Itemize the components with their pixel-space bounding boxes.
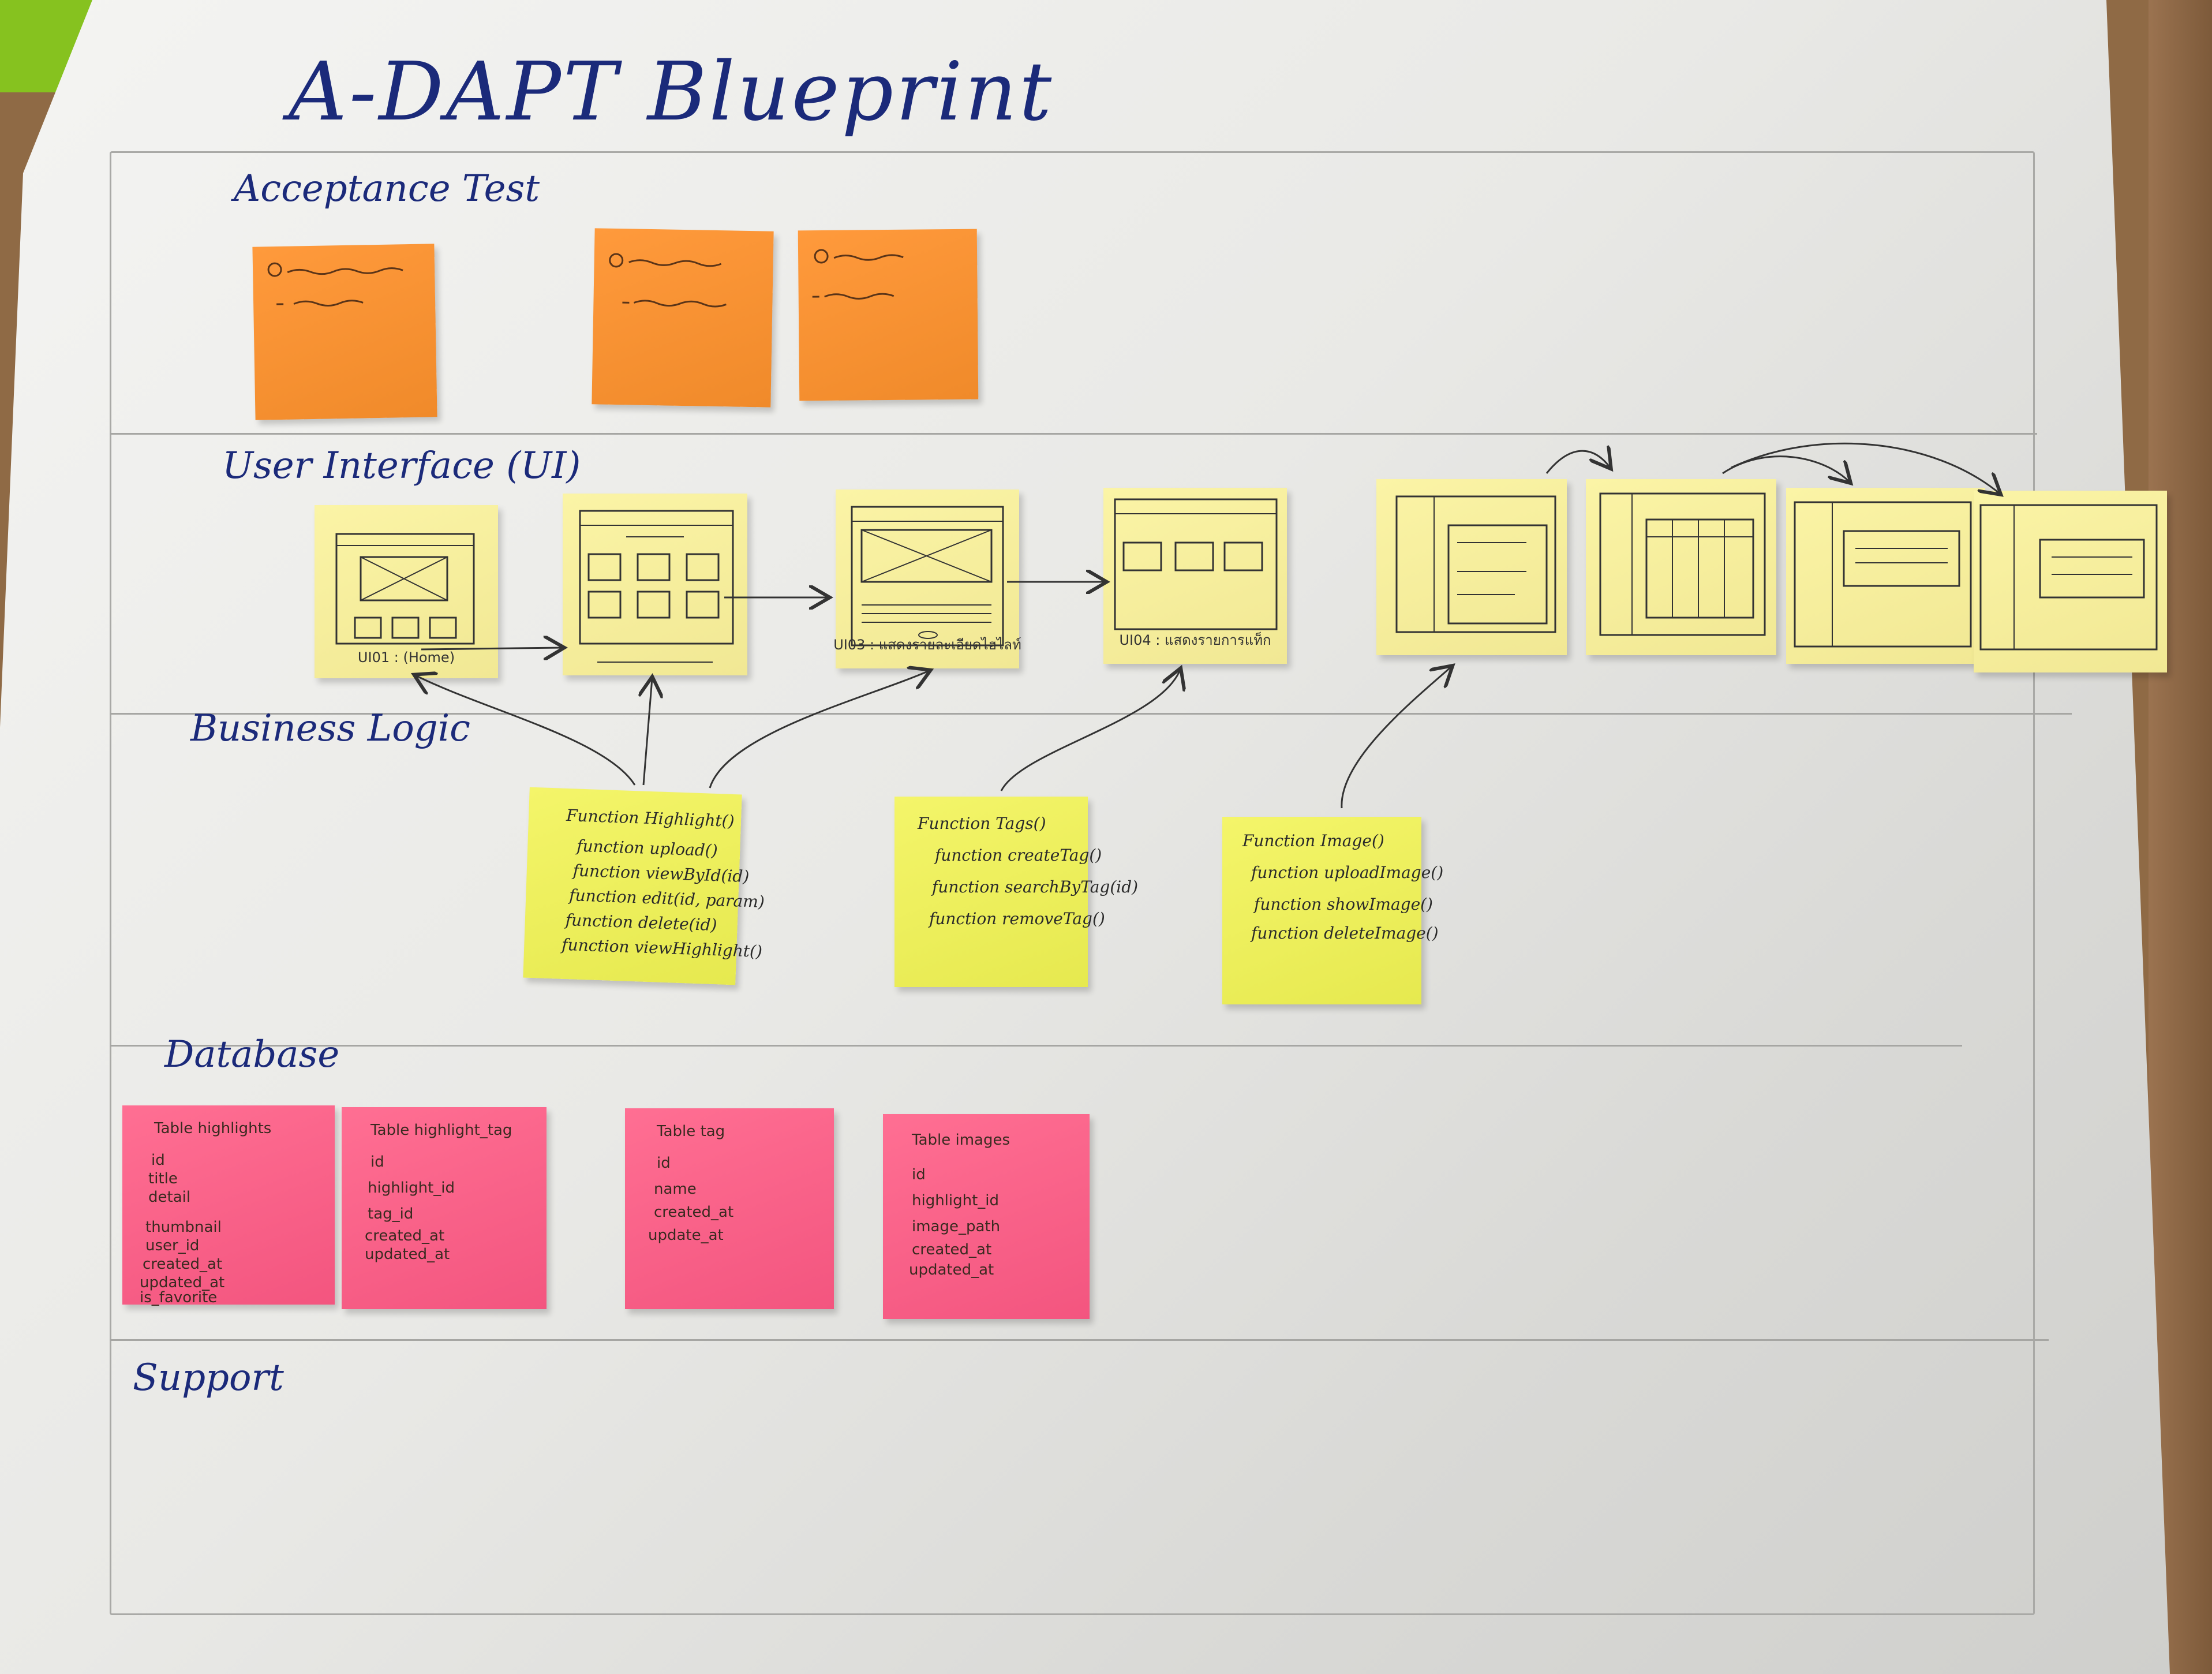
ui-note-upload bbox=[1376, 479, 1567, 655]
table-field: detail bbox=[148, 1189, 191, 1206]
business-note-image: Function Image() function uploadImage() … bbox=[1222, 817, 1443, 1004]
function-line: function upload() bbox=[576, 836, 718, 861]
function-line: function edit(id, param) bbox=[568, 885, 765, 911]
table-field: updated_at bbox=[365, 1246, 450, 1263]
scribble-lines bbox=[609, 253, 727, 308]
wireframe-sketch bbox=[1114, 498, 1278, 630]
table-field: highlight_id bbox=[912, 1192, 1000, 1209]
table-field: update_at bbox=[648, 1227, 724, 1244]
function-line: function deleteImage() bbox=[1251, 924, 1439, 943]
function-line: Function Highlight() bbox=[566, 805, 735, 831]
acceptance-note-3 bbox=[798, 229, 979, 401]
table-field: id bbox=[657, 1154, 671, 1172]
table-field: highlight_id bbox=[368, 1179, 455, 1197]
ui-note-highlight-list bbox=[1586, 479, 1776, 655]
table-field: created_at bbox=[654, 1204, 734, 1221]
function-line: Function Tags() bbox=[918, 814, 1046, 833]
table-name: Table tag bbox=[657, 1123, 725, 1140]
acceptance-note-2 bbox=[592, 228, 774, 408]
ui-note-detail: UI03 : แสดงรายละเอียดไฮไลท์ bbox=[833, 490, 1021, 668]
wireframe-sketch bbox=[1794, 501, 1972, 648]
lane-label-support: Support bbox=[133, 1357, 284, 1399]
lane-frame bbox=[110, 151, 2035, 1615]
wireframe-sketch bbox=[335, 533, 475, 645]
function-line: function createTag() bbox=[935, 846, 1102, 865]
page-title: A-DAPT Blueprint bbox=[289, 45, 1054, 139]
wireframe-sketch bbox=[1599, 492, 1766, 636]
table-name: Table images bbox=[912, 1131, 1010, 1149]
function-line: function uploadImage() bbox=[1251, 863, 1444, 882]
database-note-images: Table images id highlight_id image_path … bbox=[883, 1114, 1090, 1319]
table-field: title bbox=[148, 1170, 178, 1187]
lane-label-business: Business Logic bbox=[190, 707, 470, 750]
scribble-lines bbox=[267, 262, 403, 307]
business-note-highlight: Function Highlight() function upload() f… bbox=[523, 787, 765, 985]
ui-caption: UI01 : (Home) bbox=[357, 649, 455, 666]
table-field: thumbnail bbox=[145, 1219, 222, 1236]
lane-divider-4 bbox=[110, 1339, 2049, 1341]
business-note-tags: Function Tags() function createTag() fun… bbox=[894, 797, 1138, 987]
database-note-highlights: Table highlights id title detail thumbna… bbox=[122, 1105, 335, 1306]
table-field: id bbox=[912, 1166, 926, 1183]
ui-note-home: UI01 : (Home) bbox=[315, 505, 498, 678]
function-line: function delete(id) bbox=[565, 910, 717, 935]
database-note-highlight-tag: Table highlight_tag id highlight_id tag_… bbox=[342, 1107, 547, 1309]
table-field: is_favorite bbox=[140, 1289, 218, 1306]
ui-caption: UI03 : แสดงรายละเอียดไฮไลท์ bbox=[833, 637, 1021, 653]
ui-note-list bbox=[563, 494, 747, 675]
database-note-tag: Table tag id name created_at update_at bbox=[625, 1108, 834, 1309]
wireframe-sketch bbox=[1979, 504, 2158, 651]
acceptance-note-1 bbox=[252, 244, 437, 420]
table-name: Table highlight_tag bbox=[370, 1122, 512, 1139]
scribble-lines bbox=[812, 249, 904, 300]
wireframe-sketch bbox=[579, 510, 734, 663]
table-field: image_path bbox=[912, 1218, 1001, 1235]
lane-label-database: Database bbox=[164, 1033, 340, 1076]
lane-divider-3 bbox=[110, 1045, 1962, 1047]
ui-note-highlight-detail bbox=[1786, 488, 1985, 664]
ui-caption: UI04 : แสดงรายการแท็ก bbox=[1119, 632, 1271, 648]
table-field: updated_at bbox=[909, 1261, 994, 1279]
lane-divider-1 bbox=[110, 433, 2037, 435]
table-field: updated_at bbox=[140, 1274, 225, 1291]
ui-note-tags: UI04 : แสดงรายการแท็ก bbox=[1103, 488, 1287, 664]
function-line: Function Image() bbox=[1242, 831, 1384, 850]
function-line: function viewHighlight() bbox=[561, 935, 763, 961]
function-line: function viewById(id) bbox=[572, 861, 750, 887]
table-field: id bbox=[151, 1152, 165, 1169]
function-line: function removeTag() bbox=[929, 909, 1105, 928]
table-field: user_id bbox=[145, 1237, 200, 1254]
lane-label-ui: User Interface (UI) bbox=[222, 444, 581, 487]
table-field: tag_id bbox=[368, 1205, 414, 1223]
function-line: function searchByTag(id) bbox=[932, 877, 1139, 896]
wireframe-sketch bbox=[851, 506, 1004, 647]
wireframe-sketch bbox=[1395, 495, 1556, 633]
table-field: created_at bbox=[912, 1241, 992, 1258]
table-name: Table highlights bbox=[154, 1120, 272, 1137]
ui-note-edit bbox=[1974, 491, 2167, 672]
table-field: id bbox=[370, 1153, 384, 1171]
lane-label-acceptance: Acceptance Test bbox=[234, 167, 540, 210]
function-line: function showImage() bbox=[1254, 895, 1433, 914]
table-field: created_at bbox=[365, 1227, 445, 1245]
table-field: name bbox=[654, 1180, 697, 1198]
table-field: created_at bbox=[143, 1256, 223, 1273]
